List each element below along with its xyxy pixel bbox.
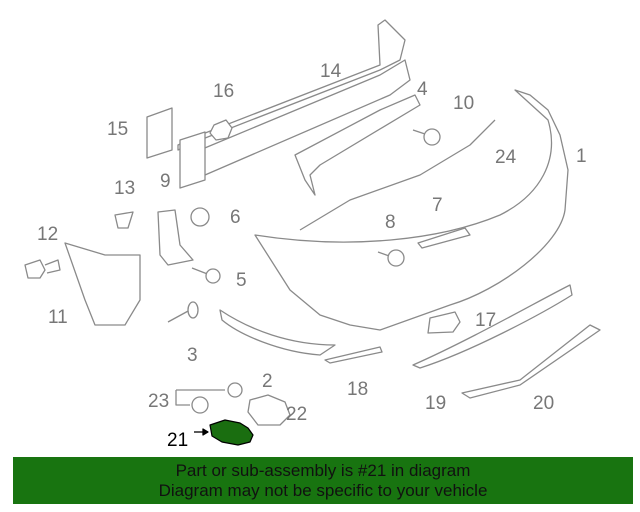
callout-24: 24 <box>495 147 517 168</box>
callout-17: 17 <box>475 310 497 331</box>
callout-9: 9 <box>160 171 171 192</box>
part-21-sensor[interactable] <box>194 419 254 446</box>
callout-18: 18 <box>347 379 369 400</box>
callout-16: 16 <box>213 81 235 102</box>
callout-21[interactable]: 21 <box>167 430 189 451</box>
callout-8: 8 <box>385 212 396 233</box>
callout-22: 22 <box>286 404 308 425</box>
callout-14: 14 <box>320 61 342 82</box>
callout-13: 13 <box>114 178 136 199</box>
callout-19: 19 <box>425 393 447 414</box>
diagram-drawing <box>24 19 601 446</box>
callout-10: 10 <box>453 93 475 114</box>
callout-3: 3 <box>187 345 198 366</box>
callout-4: 4 <box>417 79 428 100</box>
callout-15: 15 <box>107 119 129 140</box>
callout-11: 11 <box>48 307 68 328</box>
banner-line-2: Diagram may not be specific to your vehi… <box>158 481 488 500</box>
banner-line-1: Part or sub-assembly is #21 in diagram <box>175 461 471 480</box>
callout-1: 1 <box>576 146 587 167</box>
callout-7: 7 <box>432 195 443 216</box>
callout-2: 2 <box>262 371 273 392</box>
info-banner: Part or sub-assembly is #21 in diagram D… <box>13 457 633 504</box>
callout-12: 12 <box>37 224 59 245</box>
callout-20: 20 <box>533 393 555 414</box>
callout-5: 5 <box>236 270 247 291</box>
parts-diagram <box>24 19 601 446</box>
callout-23: 23 <box>148 391 170 412</box>
callout-6: 6 <box>230 207 241 228</box>
